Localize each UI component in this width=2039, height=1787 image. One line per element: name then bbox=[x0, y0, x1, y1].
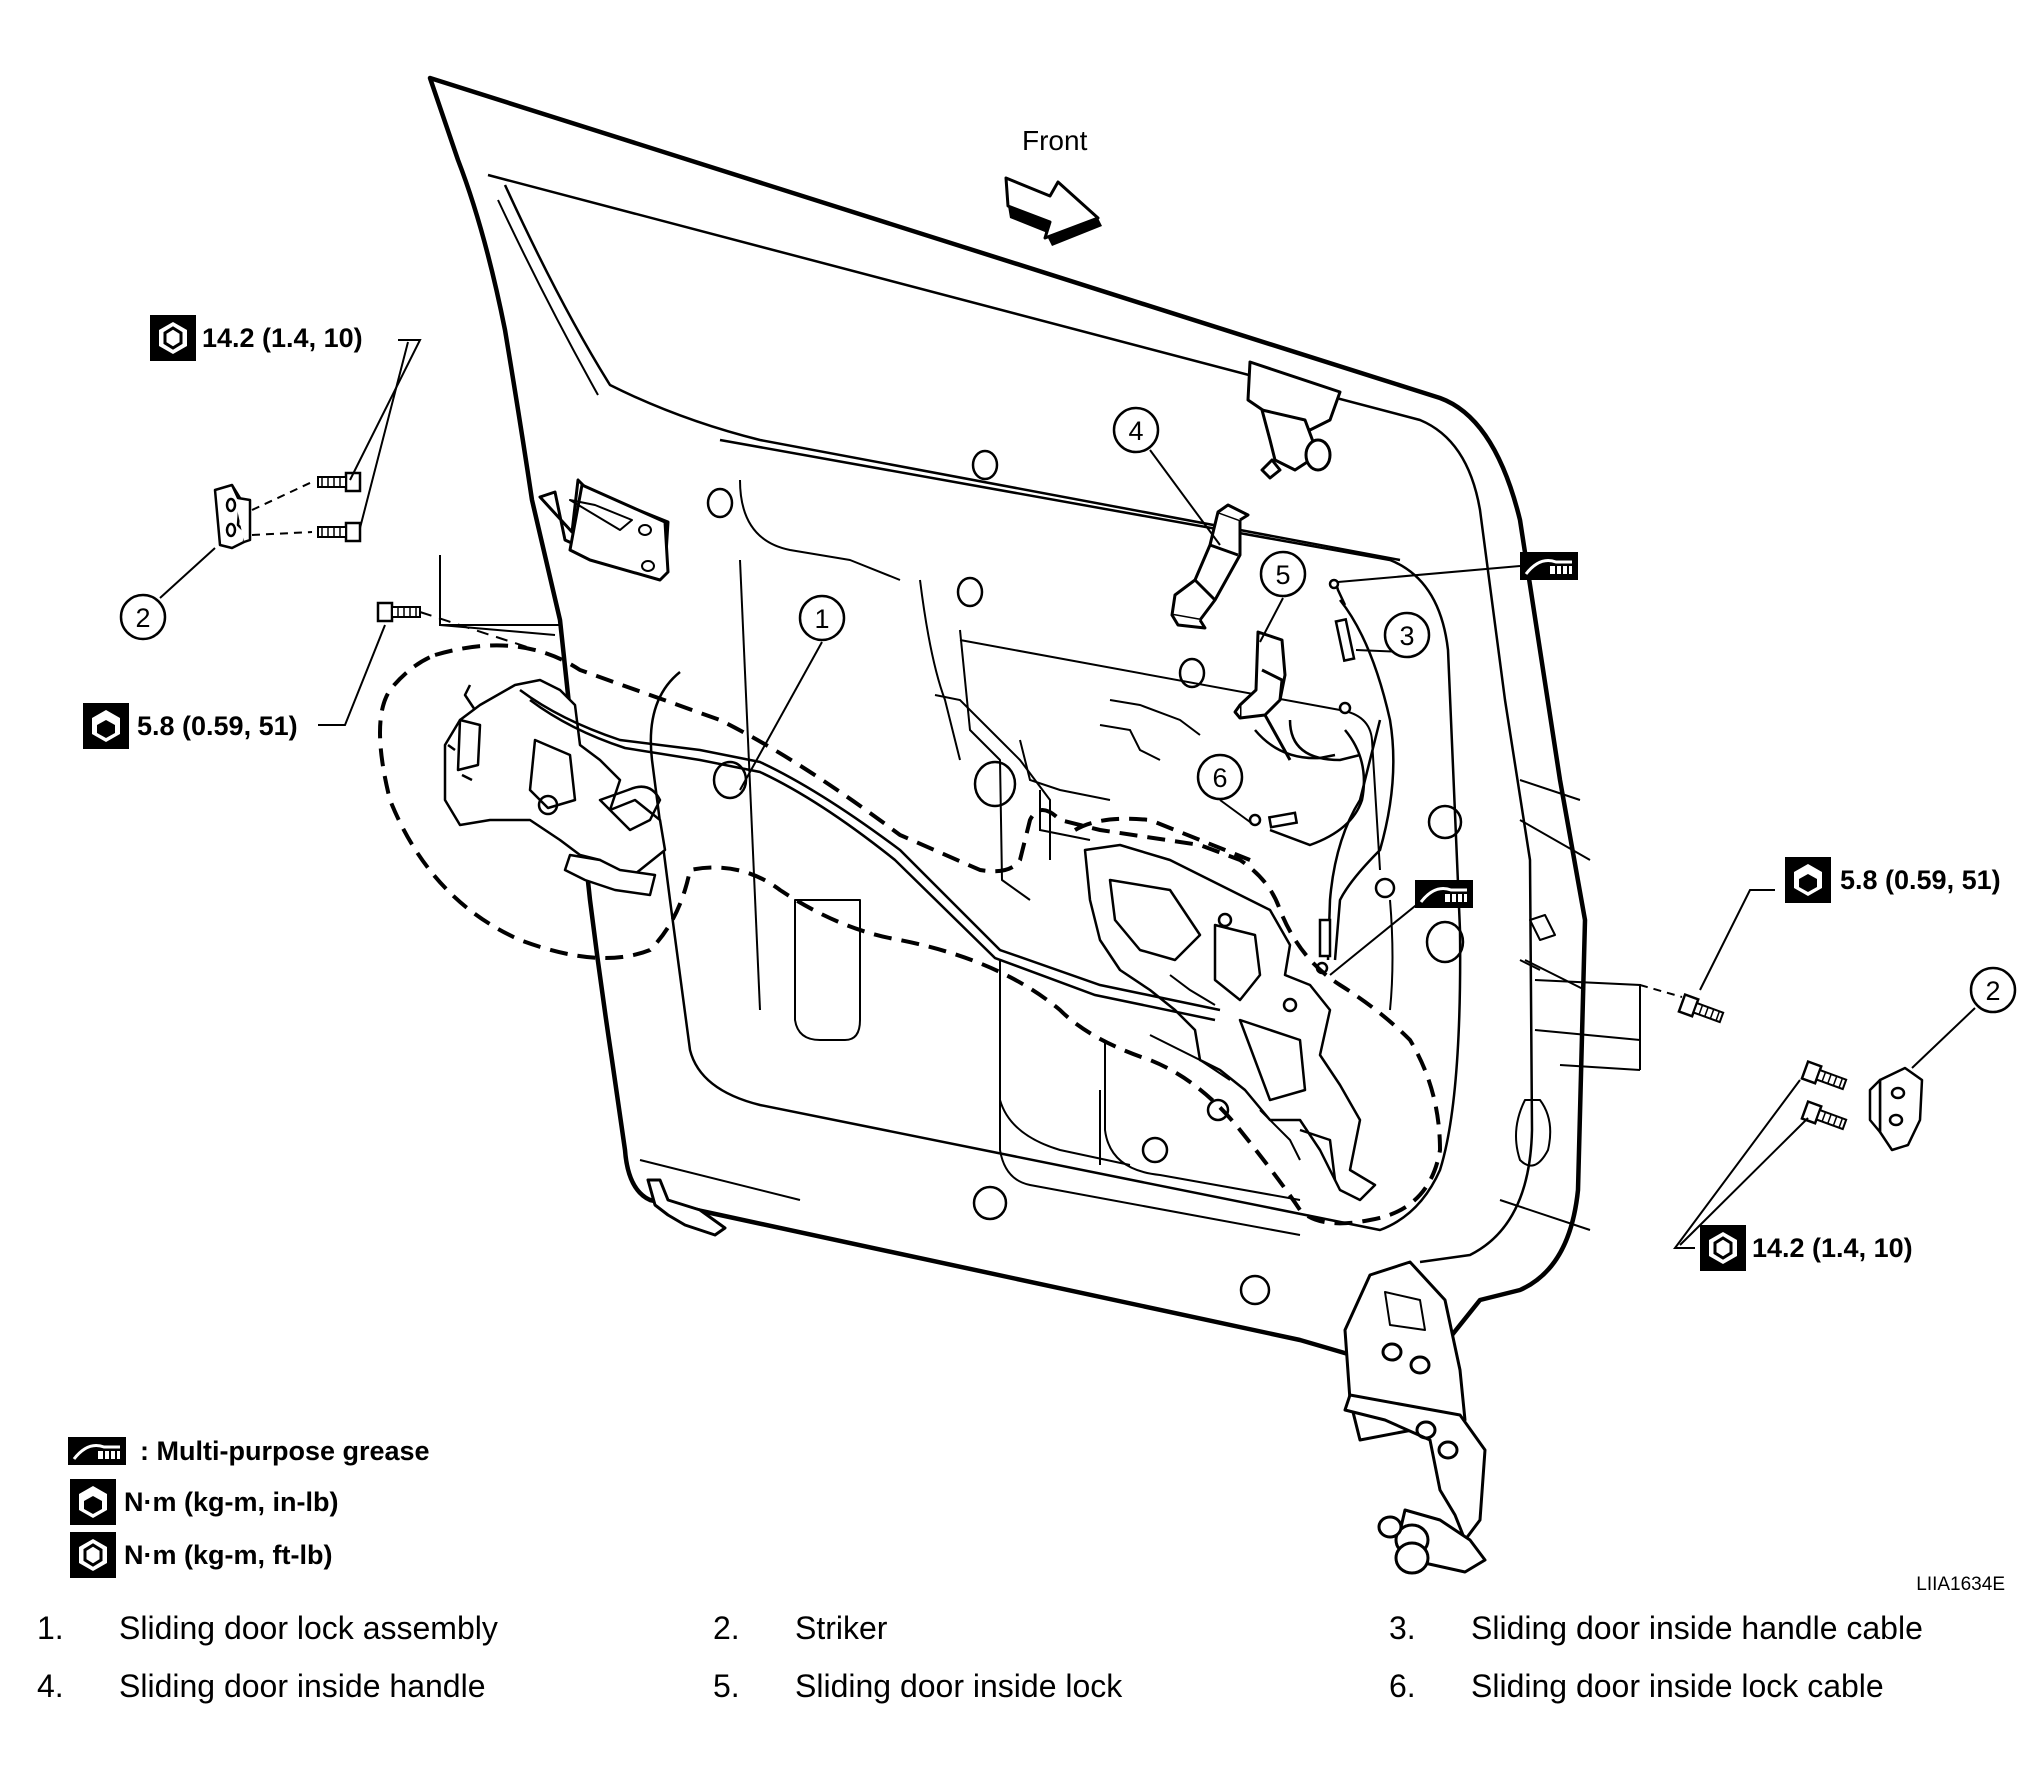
callout-circles bbox=[119, 406, 2017, 1014]
sliding-door-lock-assembly bbox=[1083, 843, 1377, 1202]
panel-holes bbox=[706, 449, 1465, 1306]
part-number: 3. bbox=[1389, 1610, 1416, 1646]
torque-ftlb-icon bbox=[68, 1530, 118, 1580]
cables-and-rods bbox=[519, 579, 1395, 1022]
callout-2-left: 2 bbox=[135, 603, 150, 633]
part-name: Sliding door inside handle bbox=[119, 1668, 486, 1704]
callout-3: 3 bbox=[1399, 621, 1414, 651]
callout-1: 1 bbox=[814, 604, 829, 634]
torque-inlb-icon bbox=[70, 1479, 116, 1525]
part-number: 2. bbox=[713, 1610, 740, 1646]
part-name: Striker bbox=[795, 1610, 888, 1646]
part-name: Sliding door inside lock cable bbox=[1471, 1668, 1884, 1704]
left-hinge-bracket bbox=[538, 478, 670, 582]
left-bolt-leader bbox=[318, 611, 531, 726]
torque-left-bolt: 5.8 (0.59, 51) bbox=[137, 711, 298, 741]
cable-end-fittings bbox=[1248, 578, 1356, 975]
part-number: 1. bbox=[37, 1610, 64, 1646]
sliding-door-panel bbox=[427, 75, 1591, 1378]
front-label: Front bbox=[1022, 125, 1088, 156]
figure-code: LIIA1634E bbox=[1916, 1574, 2005, 1590]
left-lock-bolt bbox=[376, 601, 422, 623]
right-bolts bbox=[1677, 993, 1849, 1135]
lower-hinge bbox=[1343, 1260, 1487, 1575]
grease-leader-lines bbox=[1329, 565, 1521, 976]
front-direction-arrow bbox=[1004, 176, 1102, 246]
torque-right-bolt: 5.8 (0.59, 51) bbox=[1840, 865, 2001, 895]
callout-4: 4 bbox=[1128, 416, 1143, 446]
part-name: Sliding door inside handle cable bbox=[1471, 1610, 1923, 1646]
grease-icon bbox=[66, 1435, 128, 1467]
rear-latch bbox=[443, 678, 667, 897]
callout-leader-lines bbox=[739, 449, 1406, 823]
upper-left-bolts bbox=[316, 471, 362, 543]
part-name: Sliding door inside lock bbox=[795, 1668, 1123, 1704]
legend-nm-inlb: N·m (kg-m, in-lb) bbox=[124, 1487, 338, 1517]
part-number: 5. bbox=[713, 1668, 740, 1704]
torque-ftlb-icon bbox=[1698, 1223, 1748, 1273]
callout-5: 5 bbox=[1275, 560, 1290, 590]
part-number: 6. bbox=[1389, 1668, 1416, 1704]
grease-icon bbox=[1413, 878, 1475, 910]
upper-left-striker-assembly bbox=[213, 483, 252, 550]
lower-left-bracket bbox=[646, 1178, 727, 1237]
right-leader-lines bbox=[1639, 889, 1976, 1249]
legend-nm-ftlb: N·m (kg-m, ft-lb) bbox=[124, 1540, 332, 1570]
dashed-group-outlines bbox=[378, 643, 1443, 1226]
part-name: Sliding door lock assembly bbox=[119, 1610, 498, 1646]
sliding-door-inside-handle bbox=[1170, 503, 1250, 630]
door-lock-exploded-diagram: Front bbox=[66, 75, 2017, 1590]
torque-ftlb-icon bbox=[148, 313, 198, 363]
part-number: 4. bbox=[37, 1668, 64, 1704]
left-guide-lines bbox=[439, 555, 560, 636]
callout-2-right: 2 bbox=[1985, 976, 2000, 1006]
right-striker bbox=[1868, 1066, 1924, 1152]
torque-inlb-icon bbox=[83, 703, 129, 749]
upper-roller-bracket bbox=[1246, 360, 1342, 480]
right-guide-lines bbox=[1534, 979, 1641, 1071]
legend-grease: : Multi-purpose grease bbox=[140, 1436, 430, 1466]
grease-icon bbox=[1518, 550, 1580, 582]
callout-6: 6 bbox=[1212, 763, 1227, 793]
torque-upper-left: 14.2 (1.4, 10) bbox=[202, 323, 363, 353]
torque-lower-right: 14.2 (1.4, 10) bbox=[1752, 1233, 1913, 1263]
upper-left-leader-lines bbox=[159, 339, 422, 599]
torque-inlb-icon bbox=[1785, 857, 1831, 903]
sliding-door-inside-lock bbox=[1233, 630, 1292, 761]
